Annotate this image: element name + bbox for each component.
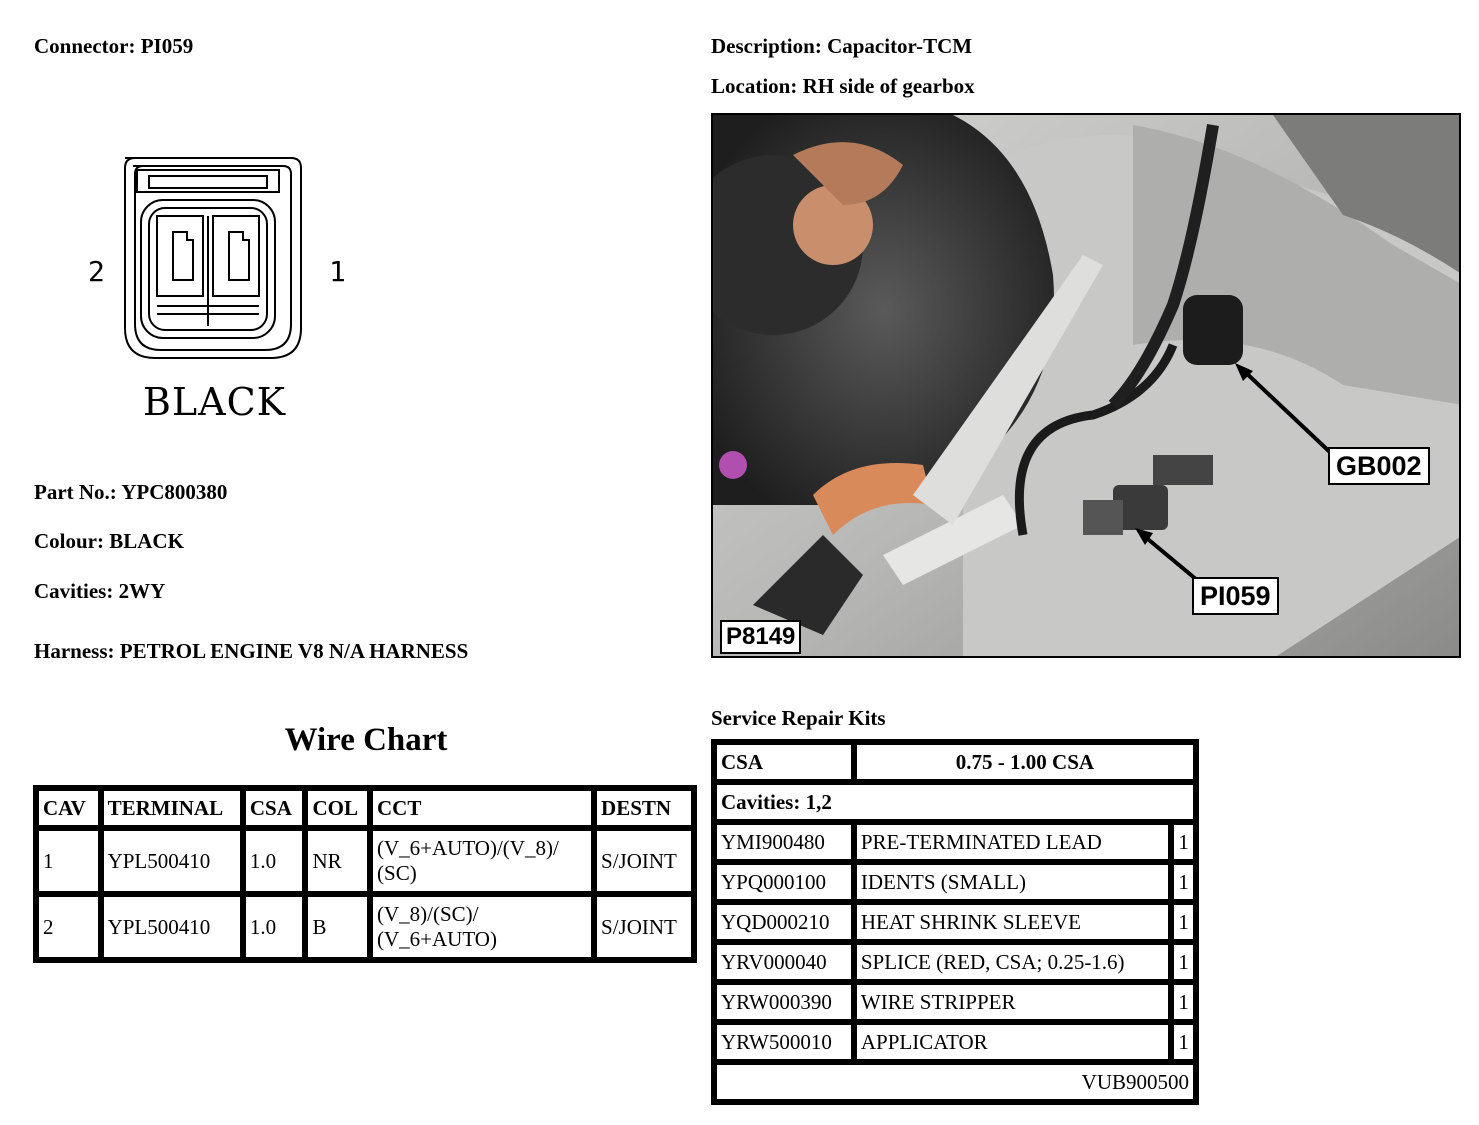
- kit-desc: SPLICE (RED, CSA; 0.25-1.6): [853, 942, 1172, 982]
- cavities-label: Cavities: 2WY: [34, 579, 166, 603]
- wire-chart-header-row: CAV TERMINAL CSA COL CCT DESTN: [36, 788, 694, 828]
- header-col: COL: [305, 788, 371, 828]
- header-terminal: TERMINAL: [100, 788, 243, 828]
- kit-desc: HEAT SHRINK SLEEVE: [853, 902, 1172, 942]
- kit-footer-row: VUB900500: [714, 1062, 1196, 1102]
- connector-label: Connector: PI059: [34, 34, 194, 58]
- kit-desc: PRE-TERMINATED LEAD: [853, 822, 1172, 862]
- kit-desc: WIRE STRIPPER: [853, 982, 1172, 1022]
- service-kits-table: CSA 0.75 - 1.00 CSA Cavities: 1,2 YMI900…: [711, 739, 1199, 1105]
- kit-code: YPQ000100: [714, 862, 854, 902]
- kit-qty: 1: [1171, 942, 1196, 982]
- wire-chart-table: CAV TERMINAL CSA COL CCT DESTN 1 YPL5004…: [33, 785, 697, 963]
- list-item: YRV000040 SPLICE (RED, CSA; 0.25-1.6) 1: [714, 942, 1196, 982]
- gb002-callout: GB002: [1328, 447, 1430, 485]
- cell-cav: 2: [36, 894, 101, 960]
- cct-line: (V_8)/(SC)/: [377, 902, 479, 926]
- cell-terminal: YPL500410: [100, 828, 243, 894]
- cell-col: B: [305, 894, 371, 960]
- connector-diagram: [85, 150, 325, 435]
- pin-2-label: 2: [88, 255, 105, 288]
- cell-destn: S/JOINT: [594, 828, 694, 894]
- cell-destn: S/JOINT: [594, 894, 694, 960]
- cct-line: (V_6+AUTO): [377, 927, 497, 951]
- kit-desc: APPLICATOR: [853, 1022, 1172, 1062]
- gearbox-photo-image: [713, 115, 1459, 656]
- csa-value: 0.75 - 1.00 CSA: [853, 742, 1196, 782]
- table-row: 2 YPL500410 1.0 B (V_8)/(SC)/ (V_6+AUTO)…: [36, 894, 694, 960]
- kit-qty: 1: [1171, 982, 1196, 1022]
- header-destn: DESTN: [594, 788, 694, 828]
- kit-code: YRW500010: [714, 1022, 854, 1062]
- cavities-row: Cavities: 1,2: [714, 782, 1196, 822]
- table-row: 1 YPL500410 1.0 NR (V_6+AUTO)/(V_8)/ (SC…: [36, 828, 694, 894]
- list-item: YRW500010 APPLICATOR 1: [714, 1022, 1196, 1062]
- cell-cct: (V_6+AUTO)/(V_8)/ (SC): [370, 828, 595, 894]
- header-csa: CSA: [242, 788, 306, 828]
- harness-label: Harness: PETROL ENGINE V8 N/A HARNESS: [34, 639, 469, 663]
- cell-col: NR: [305, 828, 371, 894]
- kit-qty: 1: [1171, 902, 1196, 942]
- kit-footer-code: VUB900500: [714, 1062, 1196, 1102]
- kit-desc: IDENTS (SMALL): [853, 862, 1172, 902]
- connector-outline-icon: [124, 157, 302, 359]
- wire-chart-title: Wire Chart: [284, 722, 448, 758]
- kit-code: YRV000040: [714, 942, 854, 982]
- header-cav: CAV: [36, 788, 101, 828]
- cell-cct: (V_8)/(SC)/ (V_6+AUTO): [370, 894, 595, 960]
- kit-qty: 1: [1171, 1022, 1196, 1062]
- cct-line: (V_6+AUTO)/(V_8)/: [377, 836, 559, 860]
- list-item: YQD000210 HEAT SHRINK SLEEVE 1: [714, 902, 1196, 942]
- part-no-label: Part No.: YPC800380: [34, 480, 228, 504]
- pi059-callout: PI059: [1192, 577, 1279, 615]
- list-item: YMI900480 PRE-TERMINATED LEAD 1: [714, 822, 1196, 862]
- photo-ref-label: P8149: [720, 620, 802, 654]
- cell-terminal: YPL500410: [100, 894, 243, 960]
- csa-label: CSA: [714, 742, 854, 782]
- service-kits-title: Service Repair Kits: [711, 706, 886, 730]
- description-label: Description: Capacitor-TCM: [711, 34, 973, 58]
- pin-1-label: 1: [329, 255, 346, 288]
- location-label: Location: RH side of gearbox: [711, 74, 975, 98]
- cct-line: (SC): [377, 861, 417, 885]
- header-cct: CCT: [370, 788, 595, 828]
- list-item: YRW000390 WIRE STRIPPER 1: [714, 982, 1196, 1022]
- csa-row: CSA 0.75 - 1.00 CSA: [714, 742, 1196, 782]
- kit-code: YRW000390: [714, 982, 854, 1022]
- cell-cav: 1: [36, 828, 101, 894]
- colour-label: Colour: BLACK: [34, 529, 184, 553]
- kit-qty: 1: [1171, 822, 1196, 862]
- kit-code: YQD000210: [714, 902, 854, 942]
- kit-code: YMI900480: [714, 822, 854, 862]
- location-photo: GB002 PI059 P8149: [711, 113, 1461, 658]
- kit-cavities: Cavities: 1,2: [714, 782, 1196, 822]
- connector-colour-text: BLACK: [143, 380, 287, 424]
- cell-csa: 1.0: [242, 828, 306, 894]
- kit-qty: 1: [1171, 862, 1196, 902]
- cell-csa: 1.0: [242, 894, 306, 960]
- list-item: YPQ000100 IDENTS (SMALL) 1: [714, 862, 1196, 902]
